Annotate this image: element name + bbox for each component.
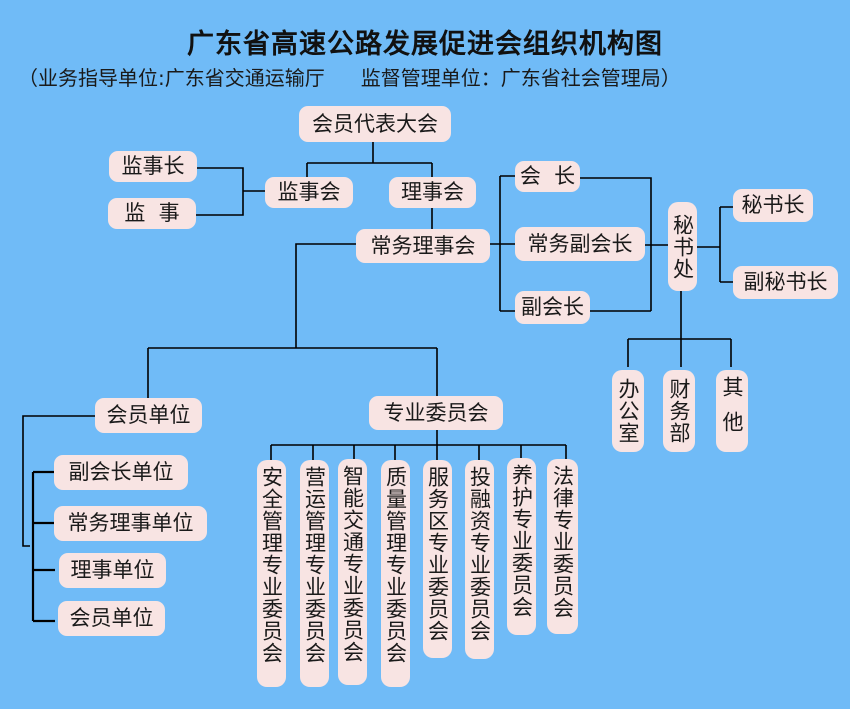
node-board: 理事会 (389, 177, 476, 208)
committee-legal: 法律专业委员会 (547, 459, 578, 634)
connector-committees (270, 429, 567, 460)
connector-presidents (490, 175, 515, 312)
committee-investment: 投融资专业委员会 (465, 460, 494, 659)
node-board-units: 理事单位 (59, 553, 166, 588)
committee-maintenance: 养护专业委员会 (507, 458, 536, 635)
committee-safety: 安全管理专业委员会 (257, 460, 286, 687)
node-member-congress: 会员代表大会 (299, 106, 451, 142)
node-standing-board-units: 常务理事单位 (54, 506, 207, 541)
committee-quality: 质量管理专业委员会 (381, 460, 410, 687)
connector-congress (306, 140, 433, 177)
node-member-units-sub: 会员单位 (58, 601, 165, 636)
connector-secretariat (579, 177, 668, 312)
node-vice-president: 副会长 (515, 291, 590, 324)
node-finance: 财务部 (663, 370, 695, 452)
committee-service-area: 服务区专业委员会 (423, 460, 452, 658)
node-standing-board: 常务理事会 (356, 229, 490, 263)
node-president: 会 长 (515, 161, 580, 192)
node-supervisory-board: 监事会 (265, 177, 353, 208)
connector-member-units (22, 415, 95, 547)
connector-departments (627, 291, 732, 367)
node-secretary-general: 秘书长 (733, 189, 813, 222)
connector-member-unit-types (31, 470, 55, 623)
guidance-unit: （业务指导单位:广东省交通运输厅 (18, 66, 325, 90)
supervision-unit: 监督管理单位：广东省社会管理局） (360, 66, 681, 90)
connector-supervisors (196, 167, 265, 216)
node-supervisor: 监 事 (108, 198, 196, 229)
node-chief-supervisor: 监事长 (109, 151, 197, 182)
node-deputy-secretary-general: 副秘书长 (733, 266, 838, 299)
chart-title: 广东省高速公路发展促进会组织机构图 (187, 29, 663, 60)
node-secretariat: 秘书处 (668, 202, 697, 291)
committee-operations: 营运管理专业委员会 (300, 460, 329, 687)
chart-subtitle: （业务指导单位:广东省交通运输厅 监督管理单位：广东省社会管理局） (18, 62, 681, 91)
node-vice-president-units: 副会长单位 (54, 455, 188, 490)
connector-secretaries (696, 206, 733, 283)
node-office: 办公室 (612, 370, 644, 452)
node-committees: 专业委员会 (369, 396, 503, 430)
committee-intelligent-transport: 智能交通专业委员会 (338, 459, 367, 685)
node-exec-vice-president: 常务副会长 (515, 227, 645, 261)
connector-standing-down (147, 243, 438, 398)
node-other: 其他 (716, 370, 748, 452)
node-member-units: 会员单位 (95, 398, 202, 433)
